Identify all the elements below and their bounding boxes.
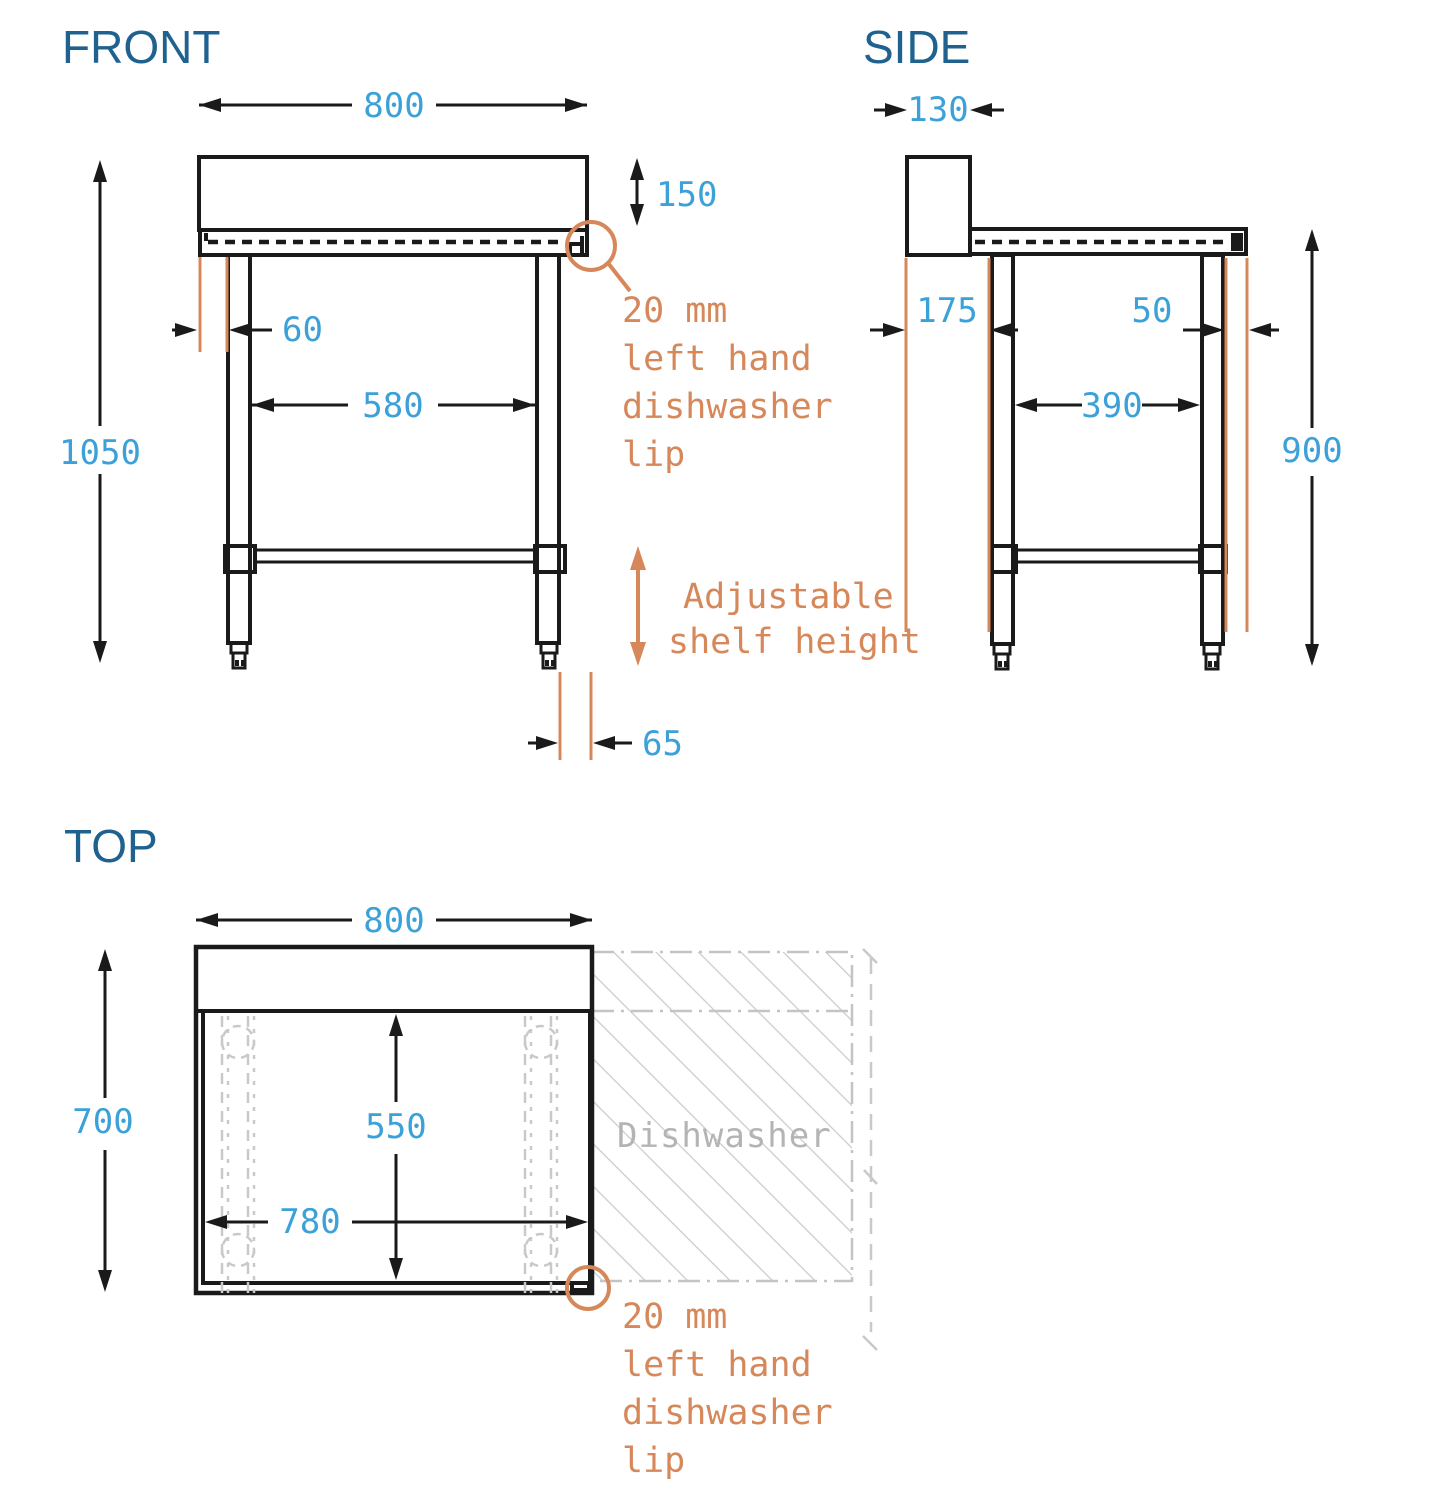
side-dim-backsplash-depth-label: 130 — [907, 90, 968, 130]
side-dim-leg-width: 50 — [1132, 291, 1279, 337]
front-lip-note-line2: left hand — [622, 339, 812, 379]
front-dim-leg-to-edge: 65 — [528, 672, 683, 764]
adjustable-shelf-annotation: Adjustable shelf height — [630, 546, 921, 666]
top-lip-notch — [570, 1283, 591, 1292]
top-view: TOP 800 Dishwasher — [64, 820, 878, 1481]
dishwasher-label: Dishwasher — [617, 1116, 832, 1156]
top-dim-overall-depth: 700 — [72, 949, 134, 1292]
front-dim-between-legs: 580 — [252, 386, 535, 426]
front-lip-note-line3: dishwasher — [622, 387, 833, 427]
front-dim-edge-to-leg-label: 60 — [282, 310, 323, 350]
front-dim-overall-height-label: 1050 — [59, 433, 141, 473]
side-table-top — [905, 155, 1248, 257]
front-lip-note-line1: 20 mm — [622, 291, 727, 331]
side-dim-worktop-height: 900 — [1281, 229, 1343, 666]
side-feet — [992, 642, 1222, 671]
front-dim-overall-width-label: 800 — [363, 86, 424, 126]
front-lip-callout: 20 mm left hand dishwasher lip — [565, 220, 833, 475]
front-dim-between-legs-label: 580 — [362, 386, 423, 426]
side-dim-back-overhang-label: 175 — [916, 291, 977, 331]
front-dim-overall-width: 800 — [199, 86, 587, 126]
top-lip-note-line2: left hand — [622, 1345, 812, 1385]
side-dim-between-legs: 390 — [1015, 386, 1200, 426]
top-dim-inner-width-label: 780 — [279, 1202, 340, 1242]
front-legs — [226, 253, 561, 645]
top-dim-inner-width: 780 — [205, 1202, 588, 1242]
top-lip-note-line1: 20 mm — [622, 1297, 727, 1337]
top-lip-callout-circle — [565, 1265, 611, 1311]
top-dim-inner-depth: 550 — [365, 1014, 427, 1280]
front-dim-backsplash-height: 150 — [630, 158, 717, 226]
adjustable-shelf-line2: shelf height — [668, 622, 921, 662]
side-extension-lines — [904, 258, 1249, 632]
side-dim-back-overhang: 175 — [870, 291, 1018, 337]
front-table-top — [197, 155, 589, 257]
front-dim-edge-to-leg: 60 — [172, 257, 323, 352]
side-dim-worktop-height-label: 900 — [1281, 431, 1342, 471]
top-dim-inner-depth-label: 550 — [365, 1107, 426, 1147]
front-view-title: FRONT — [62, 21, 220, 73]
side-dim-between-legs-label: 390 — [1081, 386, 1142, 426]
top-hidden-legs — [220, 1016, 559, 1296]
top-dim-overall-width: 800 — [196, 901, 592, 941]
front-dim-overall-height: 1050 — [59, 160, 141, 663]
side-view-title: SIDE — [863, 21, 970, 73]
front-lip-note-line4: lip — [622, 435, 685, 475]
side-dim-leg-width-label: 50 — [1132, 291, 1173, 331]
front-lip-callout-circle — [565, 220, 617, 272]
top-lip-note-line4: lip — [622, 1441, 685, 1481]
front-shelf — [223, 544, 567, 574]
top-view-title: TOP — [64, 820, 158, 872]
top-dim-overall-width-label: 800 — [363, 901, 424, 941]
top-dim-overall-depth-label: 700 — [72, 1102, 133, 1142]
side-lip-section — [1231, 233, 1243, 251]
front-feet — [229, 641, 559, 670]
top-lip-note-line3: dishwasher — [622, 1393, 833, 1433]
side-dim-backsplash-depth: 130 — [874, 90, 1004, 130]
side-view: SIDE 130 — [863, 21, 1343, 671]
front-dim-backsplash-height-label: 150 — [656, 175, 717, 215]
front-view: FRONT 800 150 — [59, 21, 921, 764]
adjustable-shelf-line1: Adjustable — [683, 577, 894, 617]
dishwasher-area: Dishwasher — [590, 948, 878, 1351]
side-legs — [990, 253, 1225, 646]
front-lip-notch — [568, 242, 582, 254]
side-shelf — [988, 544, 1228, 574]
top-lip-callout: 20 mm left hand dishwasher lip — [565, 1265, 833, 1481]
front-dim-leg-to-edge-label: 65 — [642, 724, 683, 764]
